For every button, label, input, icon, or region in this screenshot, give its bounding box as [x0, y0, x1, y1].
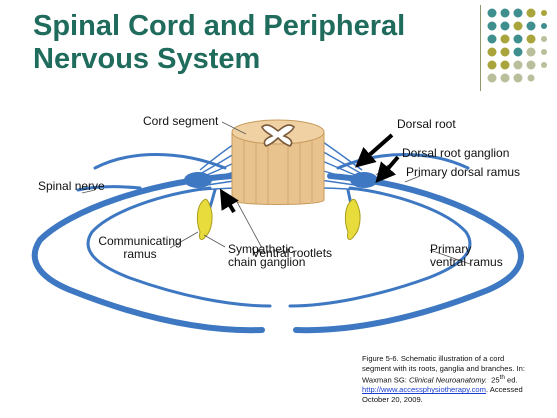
- caption-accessed: . Accessed: [485, 385, 523, 395]
- label-primary-ventral-line-1: Primary: [430, 242, 472, 256]
- slide-title-line-1: Spinal Cord and Peripheral: [33, 10, 406, 42]
- annotation-arrows: [219, 133, 400, 214]
- gray-matter: [261, 124, 295, 147]
- label-sympathetic-line-1: Sympathetic: [228, 242, 295, 256]
- label-communicating-ramus-line-1: Communicating: [98, 234, 182, 248]
- arrow-dorsal-root-ganglion: [375, 155, 400, 184]
- caption-line-2: segment with its roots, ganglia and bran…: [362, 363, 525, 373]
- label-spinal-nerve: Spinal nerve: [38, 179, 105, 193]
- caption-line-5: October 20, 2009.: [362, 394, 423, 404]
- slide-title: Spinal Cord and Peripheral Nervous Syste…: [33, 10, 473, 76]
- label-cord-segment: Cord segment: [143, 114, 219, 128]
- right-inner-loop: [288, 186, 472, 308]
- left-spinal-nerve-tip: [76, 185, 142, 192]
- figure-caption: Figure 5-6. Schematic illustration of a …: [362, 354, 552, 405]
- dot-row-4: [487, 47, 547, 57]
- right-outer-loop: [293, 173, 524, 334]
- caption-line-1: Figure 5-6. Schematic illustration of a …: [362, 354, 505, 363]
- label-sympathetic-line-2: chain ganglion: [228, 255, 306, 269]
- label-communicating-ramus: Communicating ramus: [98, 235, 182, 261]
- label-communicating-ramus-line-2: ramus: [123, 247, 157, 261]
- label-dorsal-root-ganglion: Dorsal root ganglion: [402, 146, 510, 160]
- caption-edition-suffix: ed.: [504, 375, 518, 385]
- left-inner-loop: [86, 186, 272, 308]
- cord-segment: [231, 119, 325, 205]
- caption-line-3-prefix: Waxman SG:: [362, 375, 409, 385]
- dot-row-2: [487, 21, 547, 31]
- label-sympathetic-chain-ganglion: Sympathetic chain ganglion: [228, 243, 305, 269]
- caption-edition-number: 25: [491, 375, 500, 385]
- dot-row-3: [487, 34, 547, 44]
- label-primary-ventral-line-2: ventral ramus: [430, 255, 503, 269]
- dot-row-5: [487, 60, 547, 70]
- left-outer-loop: [31, 173, 265, 334]
- dot-row-6: [487, 73, 535, 83]
- left-dorsal-root-ganglion: [184, 172, 212, 188]
- label-primary-dorsal-ramus: Primary dorsal ramus: [406, 165, 521, 179]
- label-primary-ventral-ramus: Primary ventral ramus: [430, 243, 503, 269]
- right-dorsal-root-ganglion: [350, 172, 378, 188]
- slide-title-line-2: Nervous System: [33, 43, 261, 75]
- decorative-divider: [480, 5, 481, 91]
- label-dorsal-root: Dorsal root: [397, 117, 456, 131]
- caption-edition-suffix-sup: th: [499, 374, 505, 382]
- right-sympathetic-ganglion: [344, 198, 361, 240]
- arrow-ventral-rootlets: [219, 188, 239, 214]
- leader-lines: [81, 121, 471, 265]
- caption-source-link[interactable]: http://www.accessphysiotherapy.com: [362, 385, 486, 395]
- dot-row-1: [487, 8, 547, 18]
- decorative-dot-grid: [487, 8, 547, 83]
- left-sympathetic-ganglion: [196, 198, 213, 240]
- arrow-dorsal-root: [355, 133, 394, 168]
- label-ventral-rootlets: Ventral rootlets: [252, 246, 333, 260]
- caption-book-title: Clinical Neuroanatomy.: [408, 375, 487, 385]
